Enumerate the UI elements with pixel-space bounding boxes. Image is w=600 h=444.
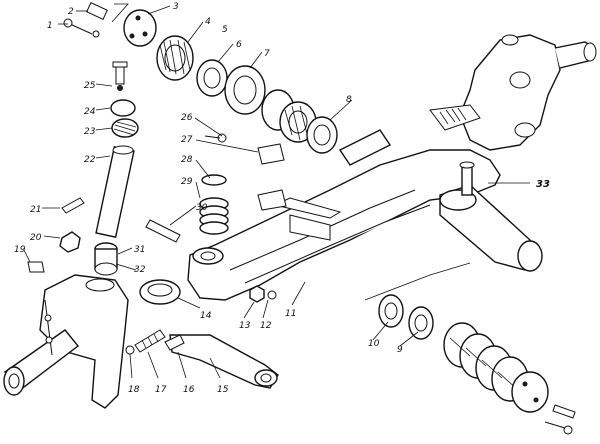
seal-14 — [139, 279, 181, 305]
label-26: 26 — [181, 113, 193, 123]
label-4: 4 — [205, 17, 211, 27]
label-32: 32 — [134, 265, 146, 275]
part-labels: 1 2 3 4 5 6 7 8 9 10 11 12 13 14 15 16 1… — [14, 2, 550, 395]
bolt-and-nut-1-2 — [63, 2, 108, 38]
label-20: 20 — [30, 233, 42, 243]
label-22: 22 — [84, 155, 96, 165]
label-1: 1 — [47, 21, 53, 31]
label-10: 10 — [368, 339, 380, 349]
label-19: 19 — [14, 245, 26, 255]
bushing — [94, 242, 118, 276]
label-6: 6 — [236, 40, 242, 50]
label-9: 9 — [397, 345, 403, 355]
label-2: 2 — [68, 7, 74, 17]
plug-19 — [27, 261, 45, 273]
pin-30 — [145, 219, 181, 243]
axle-beam — [187, 149, 501, 301]
label-7: 7 — [264, 49, 270, 59]
label-8: 8 — [346, 95, 352, 105]
right-steering-knuckle-housing — [429, 34, 597, 151]
steering-arm — [164, 334, 279, 389]
label-3: 3 — [173, 2, 179, 12]
brackets-26-27 — [204, 133, 287, 211]
label-18: 18 — [128, 385, 140, 395]
label-14: 14 — [200, 311, 212, 321]
label-25: 25 — [84, 81, 96, 91]
label-5: 5 — [222, 25, 228, 35]
label-27: 27 — [181, 135, 193, 145]
label-23: 23 — [84, 127, 96, 137]
leader-lines — [23, 3, 530, 379]
label-31: 31 — [134, 245, 145, 255]
label-21: 21 — [30, 205, 41, 215]
spring-29 — [192, 174, 229, 265]
label-15: 15 — [217, 385, 229, 395]
label-12: 12 — [260, 321, 272, 331]
king-pin-group — [95, 61, 139, 238]
left-steering-knuckle — [3, 274, 129, 409]
label-24: 24 — [84, 107, 96, 117]
label-16: 16 — [183, 385, 195, 395]
label-28: 28 — [181, 155, 193, 165]
label-33: 33 — [536, 179, 550, 190]
label-17: 17 — [155, 385, 167, 395]
upper-bearing-stack — [123, 9, 392, 166]
nuts-12-13 — [249, 285, 277, 303]
right-axle-tube — [439, 161, 543, 272]
cotter-and-nut — [59, 197, 85, 253]
label-30: 30 — [196, 203, 208, 213]
label-29: 29 — [181, 177, 193, 187]
right-hub-bearing-stack — [364, 262, 576, 435]
label-13: 13 — [239, 321, 251, 331]
adjust-screw-17-18 — [125, 329, 166, 355]
label-11: 11 — [285, 309, 296, 319]
